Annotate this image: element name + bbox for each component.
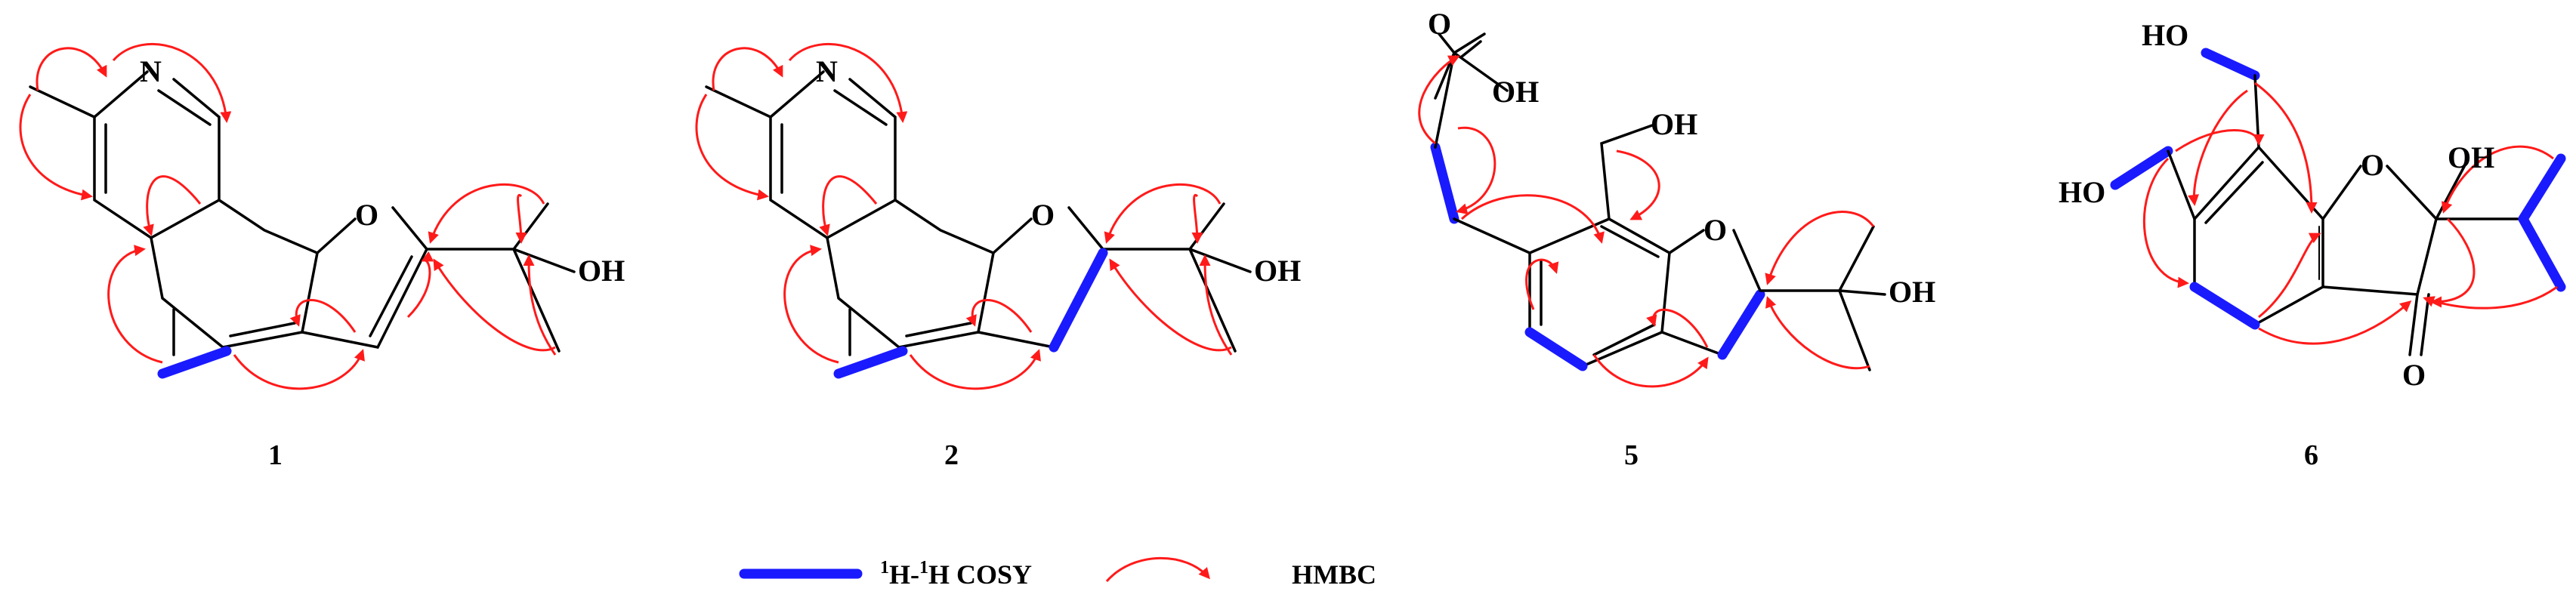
compound-5-oh-atom: OH [1889, 275, 1935, 309]
compound-1-n-atom: N [140, 54, 162, 88]
compound-5-ch2oh-atom: OH [1651, 107, 1697, 141]
compound-6-oh-atom: OH [2448, 140, 2494, 174]
compound-1-structure [19, 43, 576, 390]
compound-2-o-atom: O [1031, 198, 1055, 232]
compound-1-oh-atom: OH [578, 254, 625, 288]
compound-2-structure [695, 43, 1252, 390]
compound-1-o-atom: O [355, 198, 378, 232]
compound-6-keto-o-atom: O [2402, 358, 2426, 392]
compound-6-ring-o-atom: O [2361, 148, 2384, 182]
compound-6-label: 6 [2304, 439, 2318, 471]
compound-1-label: 1 [268, 439, 283, 471]
compound-2-oh-atom: OH [1254, 254, 1301, 288]
legend-hmbc-arrow [1105, 556, 1210, 582]
compound-6-structure [2110, 48, 2566, 356]
compound-5-structure [1418, 32, 1886, 388]
compound-5-acid-o-atom: O [1428, 7, 1451, 41]
compound-2-n-atom: N [816, 54, 838, 88]
compound-6-ho-left-atom: HO [2059, 175, 2105, 209]
legend: 1H-1H COSY HMBC [739, 556, 1376, 590]
legend-cosy-label: 1H-1H COSY [880, 558, 1032, 590]
compound-5-acid-oh-atom: OH [1492, 75, 1539, 109]
legend-hmbc-label: HMBC [1292, 559, 1376, 590]
compound-2-label: 2 [944, 439, 959, 471]
compound-5-o-atom: O [1703, 213, 1727, 247]
compound-6-ho-top-atom: HO [2142, 18, 2188, 52]
compound-5-label: 5 [1624, 439, 1639, 471]
